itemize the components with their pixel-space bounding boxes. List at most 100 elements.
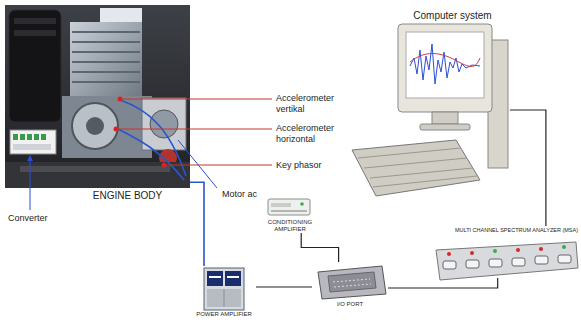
device-label: CONDITIONING AMPLIFIER [262,218,318,233]
computer-part [358,148,461,158]
spectrum-analyzer-part [466,260,479,268]
callout-label: Motor ac [222,189,257,200]
computer-system: Computer system [345,8,510,212]
engine-photo-part [14,18,56,24]
conditioning-amplifier [268,199,310,215]
conditioning-amplifier: CONDITIONING AMPLIFIER [262,196,318,233]
engine-body: ENGINE BODY [5,5,190,202]
device-area [5,5,190,188]
cable-connector [510,110,546,226]
leader-lines-part [27,155,33,161]
callout-label: Accelerometer horizontal [276,123,346,145]
io-port: I/O PORT [312,262,388,308]
computer-part [410,44,480,84]
engine-photo-part [62,96,152,158]
spectrum-analyzer-part [493,249,497,253]
power-amplifier [204,268,244,310]
computer-part [420,124,470,130]
engine-photo-part [27,134,32,140]
spectrum-analyzer-part [558,255,571,263]
leader-lines-part [164,165,272,166]
spectrum-analyzer-part [562,245,566,249]
callout-label: Key phasor [276,160,322,171]
leader-lines-part [162,163,167,168]
conditioning-amplifier-part [271,203,291,207]
device-label: MULTI CHANNEL SPECTRUM ANALYZER (MSA) [432,226,578,234]
engine-photo-part [72,81,140,83]
engine-photo-part [10,130,56,154]
callout-label: Accelerometer vertikal [276,93,346,115]
computer-part [406,32,484,98]
spectrum-analyzer-part [447,252,451,256]
conditioning-amplifier-part [268,199,310,215]
engine-photo-part [86,117,104,135]
engine-photo-part [72,103,118,149]
io-port-part [328,272,376,292]
io-port-part [334,284,371,287]
computer [352,24,508,196]
power-amplifier-part [224,289,225,307]
computer-part [432,112,458,124]
engine-photo-part [72,41,140,43]
spectrum-analyzer-part [470,251,474,255]
power-amplifier-part [227,276,239,278]
power-amplifier-part [209,276,221,278]
spectrum-analyzer-part [516,248,520,252]
spectrum-analyzer-part [512,258,525,266]
engine-photo-part [72,31,140,33]
engine-photo-part [9,10,61,122]
engine-photo-part [13,144,51,150]
device-label: Computer system [345,8,510,22]
engine-photo-part [34,134,39,140]
spectrum-analyzer-part [535,256,548,264]
cable-connector [256,286,312,287]
engine-photo-part [72,61,140,63]
engine-photo-part [72,71,140,73]
power-amplifier: POWER AMPLIFIER [192,266,256,318]
engine-photo-part [41,134,46,140]
leader-lines-part [178,140,217,188]
device-label: ENGINE BODY [5,188,190,202]
spectrum-analyzer-part [436,242,578,280]
device-label: POWER AMPLIFIER [192,310,256,318]
engine-photo-part [72,51,140,53]
computer-part [410,54,480,67]
computer-part [370,168,473,178]
engine-photo-part [5,5,190,188]
cable-connector [388,278,498,288]
engine-photo-part [20,134,25,140]
engine-photo-part [5,162,190,188]
spectrum-analyzer-part [539,247,543,251]
leader-lines-part [118,97,123,102]
engine-photo-part [100,8,142,22]
io-port-part [318,266,386,299]
engine-photo [5,5,190,188]
io-port-part [333,279,370,282]
engine-photo-part [116,128,184,180]
conditioning-amplifier-part [271,210,307,212]
device-area [312,262,388,300]
engine-photo-part [13,134,18,140]
engine-photo-part [70,22,142,98]
device-label: I/O PORT [312,300,388,308]
callout-label: Converter [8,213,48,224]
spectrum-analyzer-part [443,261,456,269]
computer-part [352,140,480,196]
cable-connector [190,182,204,266]
computer-part [398,24,492,112]
io-port [318,266,386,299]
engine-photo-part [14,30,56,36]
engine-photo-part [20,166,170,172]
leader-lines-part [114,127,119,132]
spectrum-analyzer-part [489,259,502,267]
device-area [432,234,578,278]
leader-lines-part [120,99,272,100]
computer-part [364,158,467,168]
power-amplifier-part [207,271,223,286]
computer-part [373,176,477,187]
leader-lines-part [30,158,31,210]
leader-lines-part [116,129,272,130]
power-amplifier-part [204,268,244,310]
device-area [345,22,510,212]
